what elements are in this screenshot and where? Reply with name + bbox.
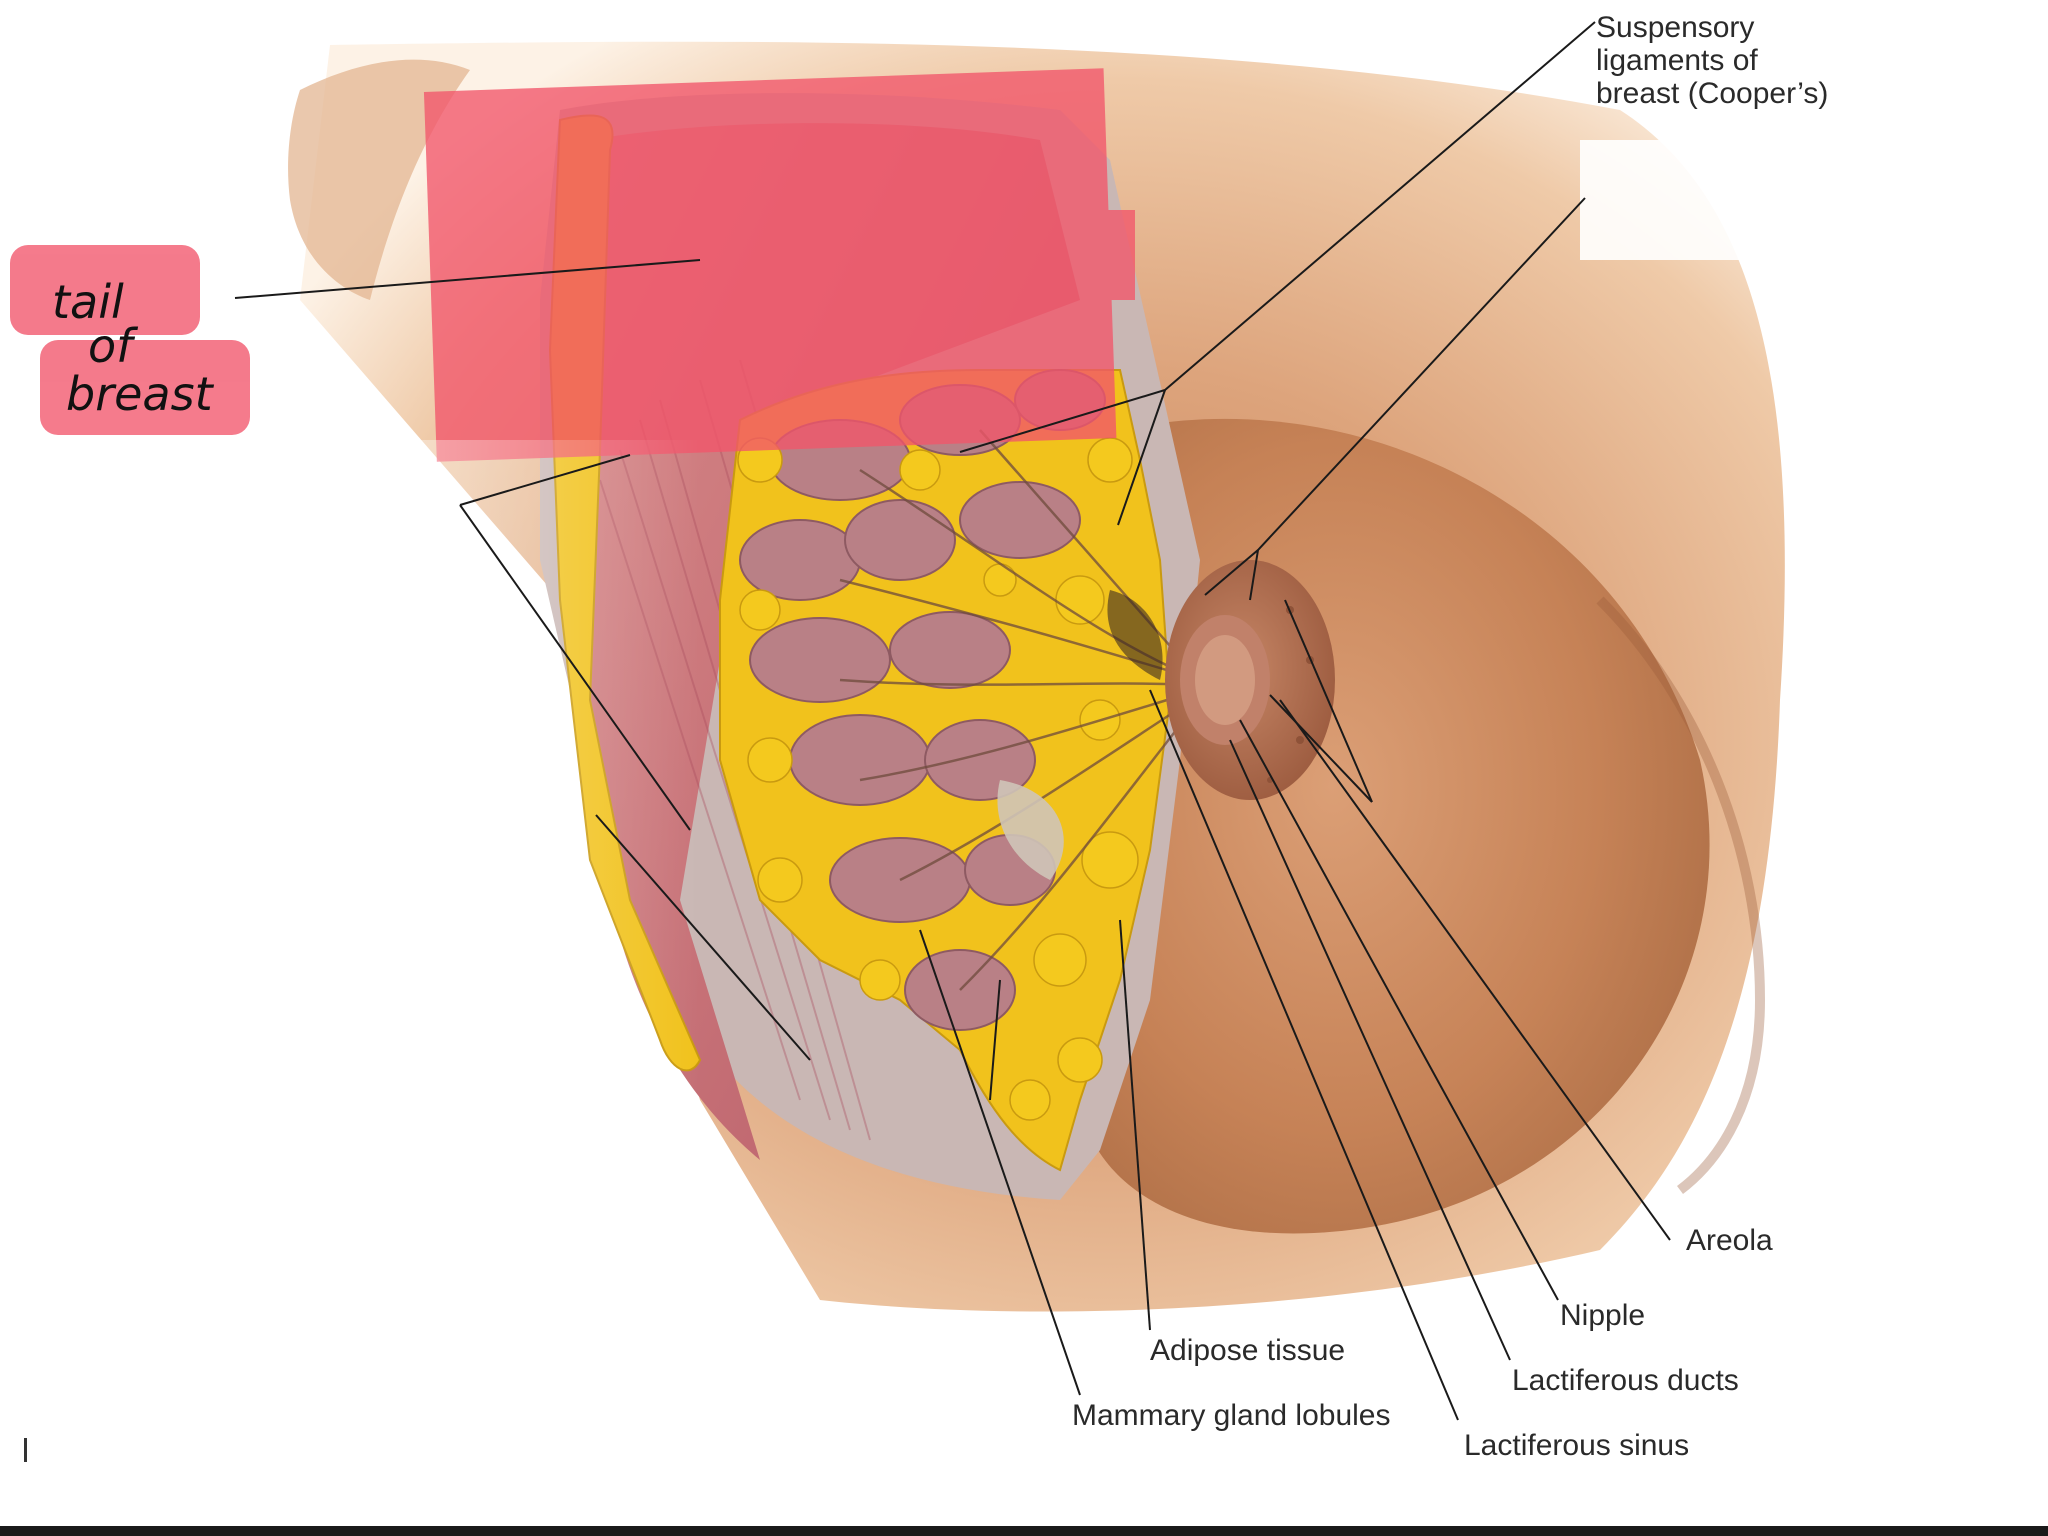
adipose-tissue-label: Adipose tissue — [1150, 1334, 1345, 1367]
svg-text:breast (Cooper’s): breast (Cooper’s) — [1596, 77, 1828, 110]
tail-highlight — [10, 68, 1135, 462]
leader-lines — [234, 21, 1671, 1421]
lactiferous-sinus-label: Lactiferous sinus — [1464, 1429, 1689, 1462]
suspensory-ligaments-label: Suspensory ligaments of breast (Cooper’s… — [1596, 11, 1828, 110]
mammary-gland-lobules-label: Mammary gland lobules — [1072, 1399, 1390, 1432]
svg-text:ligaments of: ligaments of — [1596, 44, 1758, 77]
svg-text:of: of — [88, 319, 138, 373]
bottom-edge-bar — [0, 1526, 2048, 1536]
svg-text:tail: tail — [52, 275, 124, 329]
handwritten-annotation: tail of breast — [52, 275, 215, 421]
areola-nipple — [1165, 560, 1335, 800]
areola-label: Areola — [1686, 1224, 1773, 1257]
svg-text:Suspensory: Suspensory — [1596, 11, 1754, 44]
text-cursor — [24, 1438, 27, 1462]
svg-text:breast: breast — [66, 367, 215, 421]
lactiferous-ducts-label: Lactiferous ducts — [1512, 1364, 1739, 1397]
nipple-label: Nipple — [1560, 1299, 1645, 1332]
